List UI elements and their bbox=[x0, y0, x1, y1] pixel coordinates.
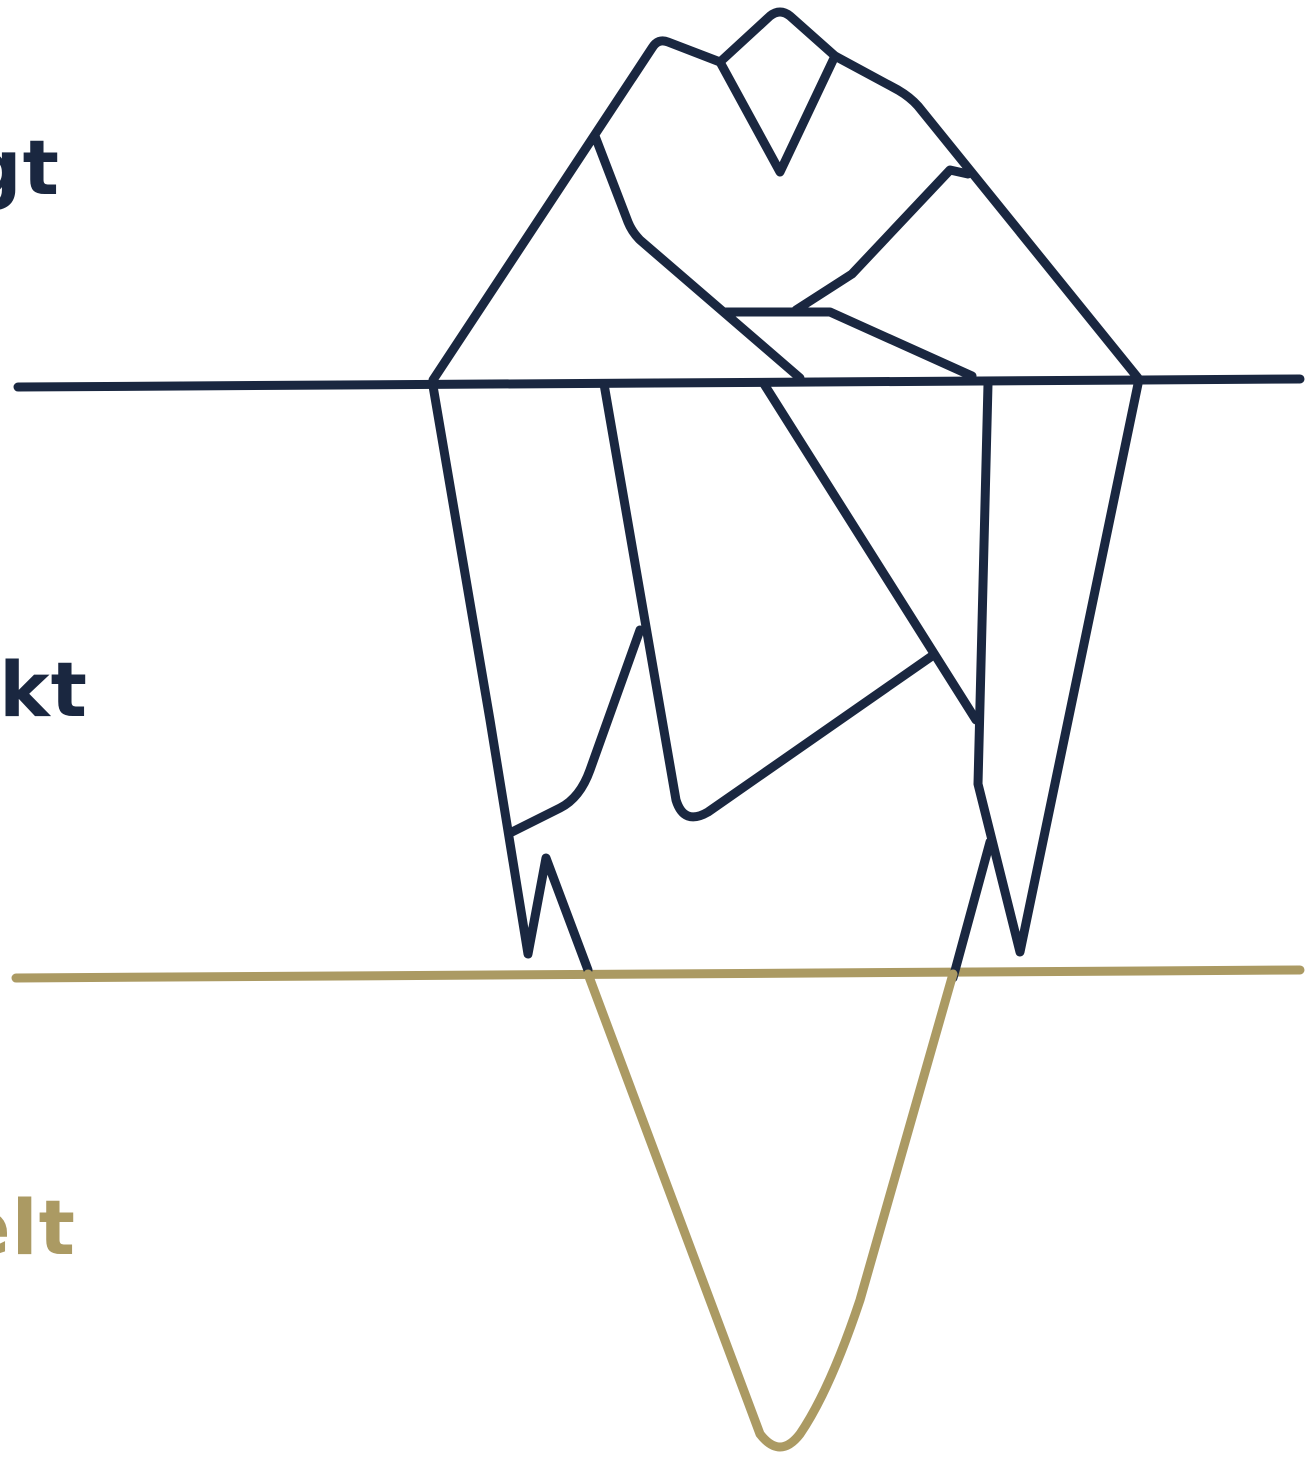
iceberg-peak bbox=[433, 12, 1138, 380]
water-line bbox=[18, 379, 1300, 387]
depth-line bbox=[16, 970, 1300, 978]
body-inner-fold bbox=[512, 630, 640, 832]
body-lower-right bbox=[953, 842, 990, 978]
body-diagonal bbox=[764, 384, 976, 720]
peak-fold-right bbox=[796, 170, 968, 310]
iceberg-deep-section bbox=[588, 974, 953, 1447]
peak-fold-left bbox=[595, 136, 800, 378]
body-inner-spike bbox=[604, 384, 932, 817]
iceberg-body-right-edge bbox=[978, 384, 1138, 952]
peak-notch bbox=[720, 56, 835, 172]
iceberg-body-left-edge bbox=[433, 386, 588, 970]
